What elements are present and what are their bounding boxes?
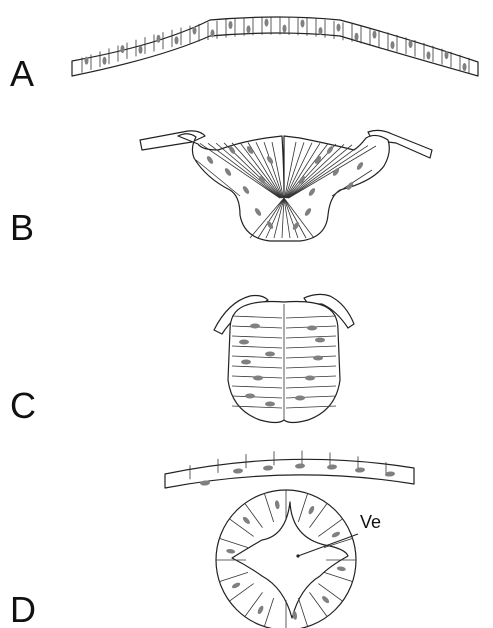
panel-label-c: C bbox=[10, 385, 36, 426]
cell-nucleus bbox=[265, 402, 275, 407]
ventricle-pointer-tip bbox=[296, 554, 299, 557]
cell-nucleus bbox=[247, 25, 251, 33]
cell-nucleus bbox=[103, 57, 107, 65]
cell-nucleus bbox=[139, 46, 143, 54]
cell-nucleus bbox=[283, 25, 287, 33]
cell-nucleus bbox=[307, 326, 317, 331]
panel-a: A bbox=[10, 16, 478, 94]
cell-nucleus bbox=[121, 45, 125, 53]
cell-nucleus bbox=[301, 19, 305, 27]
cell-nucleus bbox=[239, 340, 249, 345]
panel-label-d: D bbox=[10, 589, 36, 628]
cell-nucleus bbox=[373, 31, 377, 39]
panel-c: C bbox=[10, 294, 354, 426]
cell-nucleus bbox=[355, 33, 359, 41]
cell-nucleus bbox=[409, 40, 413, 48]
cell-nucleus bbox=[337, 24, 341, 32]
cell-nucleus bbox=[427, 51, 431, 59]
panel-b: B bbox=[10, 130, 432, 248]
cell-nucleus bbox=[157, 35, 161, 43]
cell-nucleus bbox=[463, 63, 467, 71]
panel-d: Ve D bbox=[10, 451, 414, 628]
cell-nucleus bbox=[265, 19, 269, 27]
cell-nucleus bbox=[313, 356, 323, 361]
cell-nucleus bbox=[245, 394, 255, 399]
cell-nucleus bbox=[391, 41, 395, 49]
cell-nucleus bbox=[85, 57, 89, 65]
cell-nucleus bbox=[193, 27, 197, 35]
cell-nucleus bbox=[319, 27, 323, 35]
cell-nucleus bbox=[241, 360, 251, 365]
cell-nucleus bbox=[315, 338, 325, 343]
panel-a-epithelium bbox=[72, 17, 478, 76]
cell-nucleus bbox=[211, 29, 215, 37]
cell-nucleus bbox=[175, 36, 179, 44]
cell-nucleus bbox=[445, 51, 449, 59]
cell-nucleus bbox=[295, 396, 305, 401]
cell-nucleus bbox=[265, 352, 275, 357]
ventricle-label: Ve bbox=[360, 512, 381, 532]
panel-label-a: A bbox=[10, 53, 34, 94]
panel-label-b: B bbox=[10, 207, 34, 248]
cell-nucleus bbox=[229, 21, 233, 29]
cell-nucleus bbox=[305, 376, 315, 381]
cell-nucleus bbox=[253, 376, 263, 381]
cell-nucleus bbox=[250, 324, 260, 329]
